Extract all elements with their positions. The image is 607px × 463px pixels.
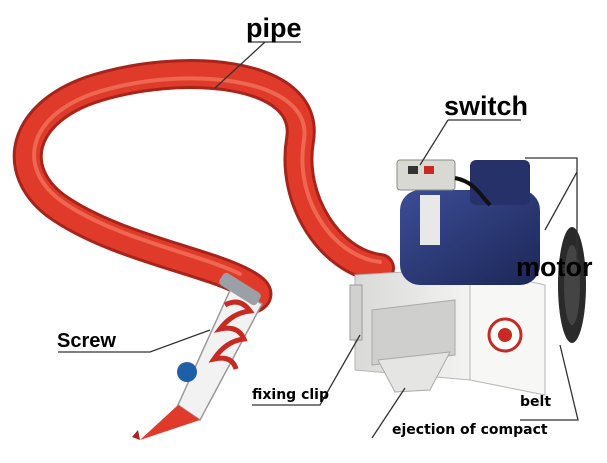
leader-lines [58,41,579,439]
belt-leader [520,344,579,421]
switch-box [396,159,492,207]
label-ejection: ejection of compact [392,422,548,438]
screw-leader [58,329,211,353]
screw-intake [132,272,263,440]
motor-leader [525,157,578,231]
switch-leader [419,119,449,166]
ejection-leader [371,387,406,439]
pipe-leader [214,41,266,89]
label-fixing-clip: fixing clip [252,387,329,403]
housing [349,267,546,396]
label-switch: switch [444,91,529,121]
motor-body [400,160,586,343]
label-motor: motor [516,252,593,282]
hose [12,59,395,315]
fixing-clip-leader [252,334,361,406]
label-belt: belt [520,394,552,410]
label-pipe: pipe [246,13,302,43]
label-screw: Screw [57,330,116,352]
